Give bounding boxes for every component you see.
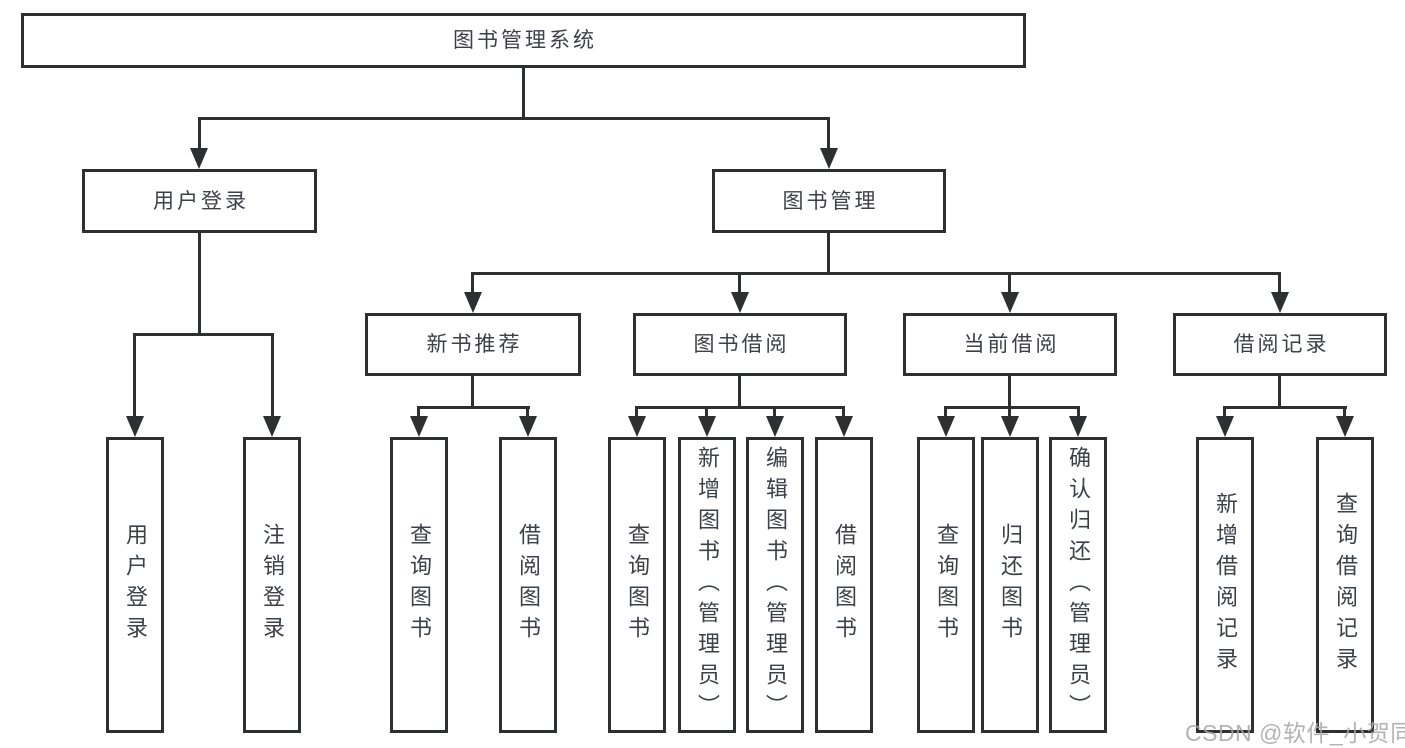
leaf-query-books-current: 查询图书 <box>917 437 975 733</box>
arrow-down-icon <box>519 416 537 437</box>
arrow-down-icon <box>766 416 784 437</box>
leaf-borrow-books: 借阅图书 <box>815 437 873 733</box>
connector-line <box>1008 272 1011 292</box>
arrow-down-icon <box>937 416 955 437</box>
node-root: 图书管理系统 <box>21 13 1026 68</box>
connector-line <box>635 406 845 409</box>
connector-line <box>471 272 1281 275</box>
connector-line <box>705 406 708 416</box>
arrow-down-icon <box>126 416 144 437</box>
node-book-management: 图书管理 <box>712 169 946 233</box>
arrow-down-icon <box>698 416 716 437</box>
connector-line <box>1077 406 1080 416</box>
connector-line <box>773 406 776 416</box>
arrow-down-icon <box>263 416 281 437</box>
connector-line <box>133 333 136 416</box>
arrow-down-icon <box>1216 416 1234 437</box>
connector-line <box>198 233 201 333</box>
connector-line <box>526 406 529 416</box>
connector-line <box>827 233 830 272</box>
connector-line <box>471 376 474 406</box>
arrow-down-icon <box>1271 292 1289 313</box>
leaf-query-borrow-record: 查询借阅记录 <box>1316 437 1374 733</box>
connector-line <box>944 406 1080 409</box>
node-new-book-recommend: 新书推荐 <box>365 313 581 376</box>
node-user-login: 用户登录 <box>82 169 317 233</box>
leaf-query-books-borrow: 查询图书 <box>608 437 666 733</box>
connector-line <box>842 406 845 416</box>
leaf-user-login: 用户登录 <box>106 437 164 733</box>
leaf-edit-books-admin: 编辑图书（管理员） <box>746 437 804 733</box>
connector-line <box>417 406 530 409</box>
arrow-down-icon <box>731 292 749 313</box>
connector-line <box>635 406 638 416</box>
connector-line <box>1008 376 1011 406</box>
connector-line <box>1278 272 1281 292</box>
connector-line <box>944 406 947 416</box>
leaf-add-borrow-record: 新增借阅记录 <box>1196 437 1254 733</box>
arrow-down-icon <box>820 148 838 169</box>
node-book-borrow: 图书借阅 <box>633 313 847 376</box>
connector-line <box>738 272 741 292</box>
connector-line <box>1343 406 1346 416</box>
leaf-query-books-recommend: 查询图书 <box>390 437 448 733</box>
connector-line <box>471 272 474 292</box>
arrow-down-icon <box>1069 416 1087 437</box>
arrow-down-icon <box>1336 416 1354 437</box>
connector-line <box>738 376 741 406</box>
arrow-down-icon <box>190 148 208 169</box>
node-borrow-records: 借阅记录 <box>1173 313 1387 376</box>
arrow-down-icon <box>835 416 853 437</box>
leaf-borrow-books-recommend: 借阅图书 <box>499 437 557 733</box>
arrow-down-icon <box>410 416 428 437</box>
connector-line <box>198 117 201 148</box>
connector-line <box>271 333 274 416</box>
connector-line <box>417 406 420 416</box>
connector-line <box>198 117 830 120</box>
connector-line <box>522 68 525 117</box>
arrow-down-icon <box>1001 292 1019 313</box>
arrow-down-icon <box>1001 416 1019 437</box>
connector-line <box>1223 406 1226 416</box>
node-current-borrow: 当前借阅 <box>903 313 1117 376</box>
leaf-add-books-admin: 新增图书（管理员） <box>678 437 736 733</box>
arrow-down-icon <box>464 292 482 313</box>
connector-line <box>1008 406 1011 416</box>
connector-line <box>1223 406 1347 409</box>
connector-line <box>1278 376 1281 406</box>
leaf-logout: 注销登录 <box>243 437 301 733</box>
leaf-confirm-return-admin: 确认归还（管理员） <box>1049 437 1107 733</box>
connector-line <box>133 333 274 336</box>
csdn-watermark: CSDN @软件_小贺同学 <box>1185 720 1405 746</box>
connector-line <box>827 117 830 148</box>
leaf-return-books: 归还图书 <box>981 437 1039 733</box>
arrow-down-icon <box>628 416 646 437</box>
